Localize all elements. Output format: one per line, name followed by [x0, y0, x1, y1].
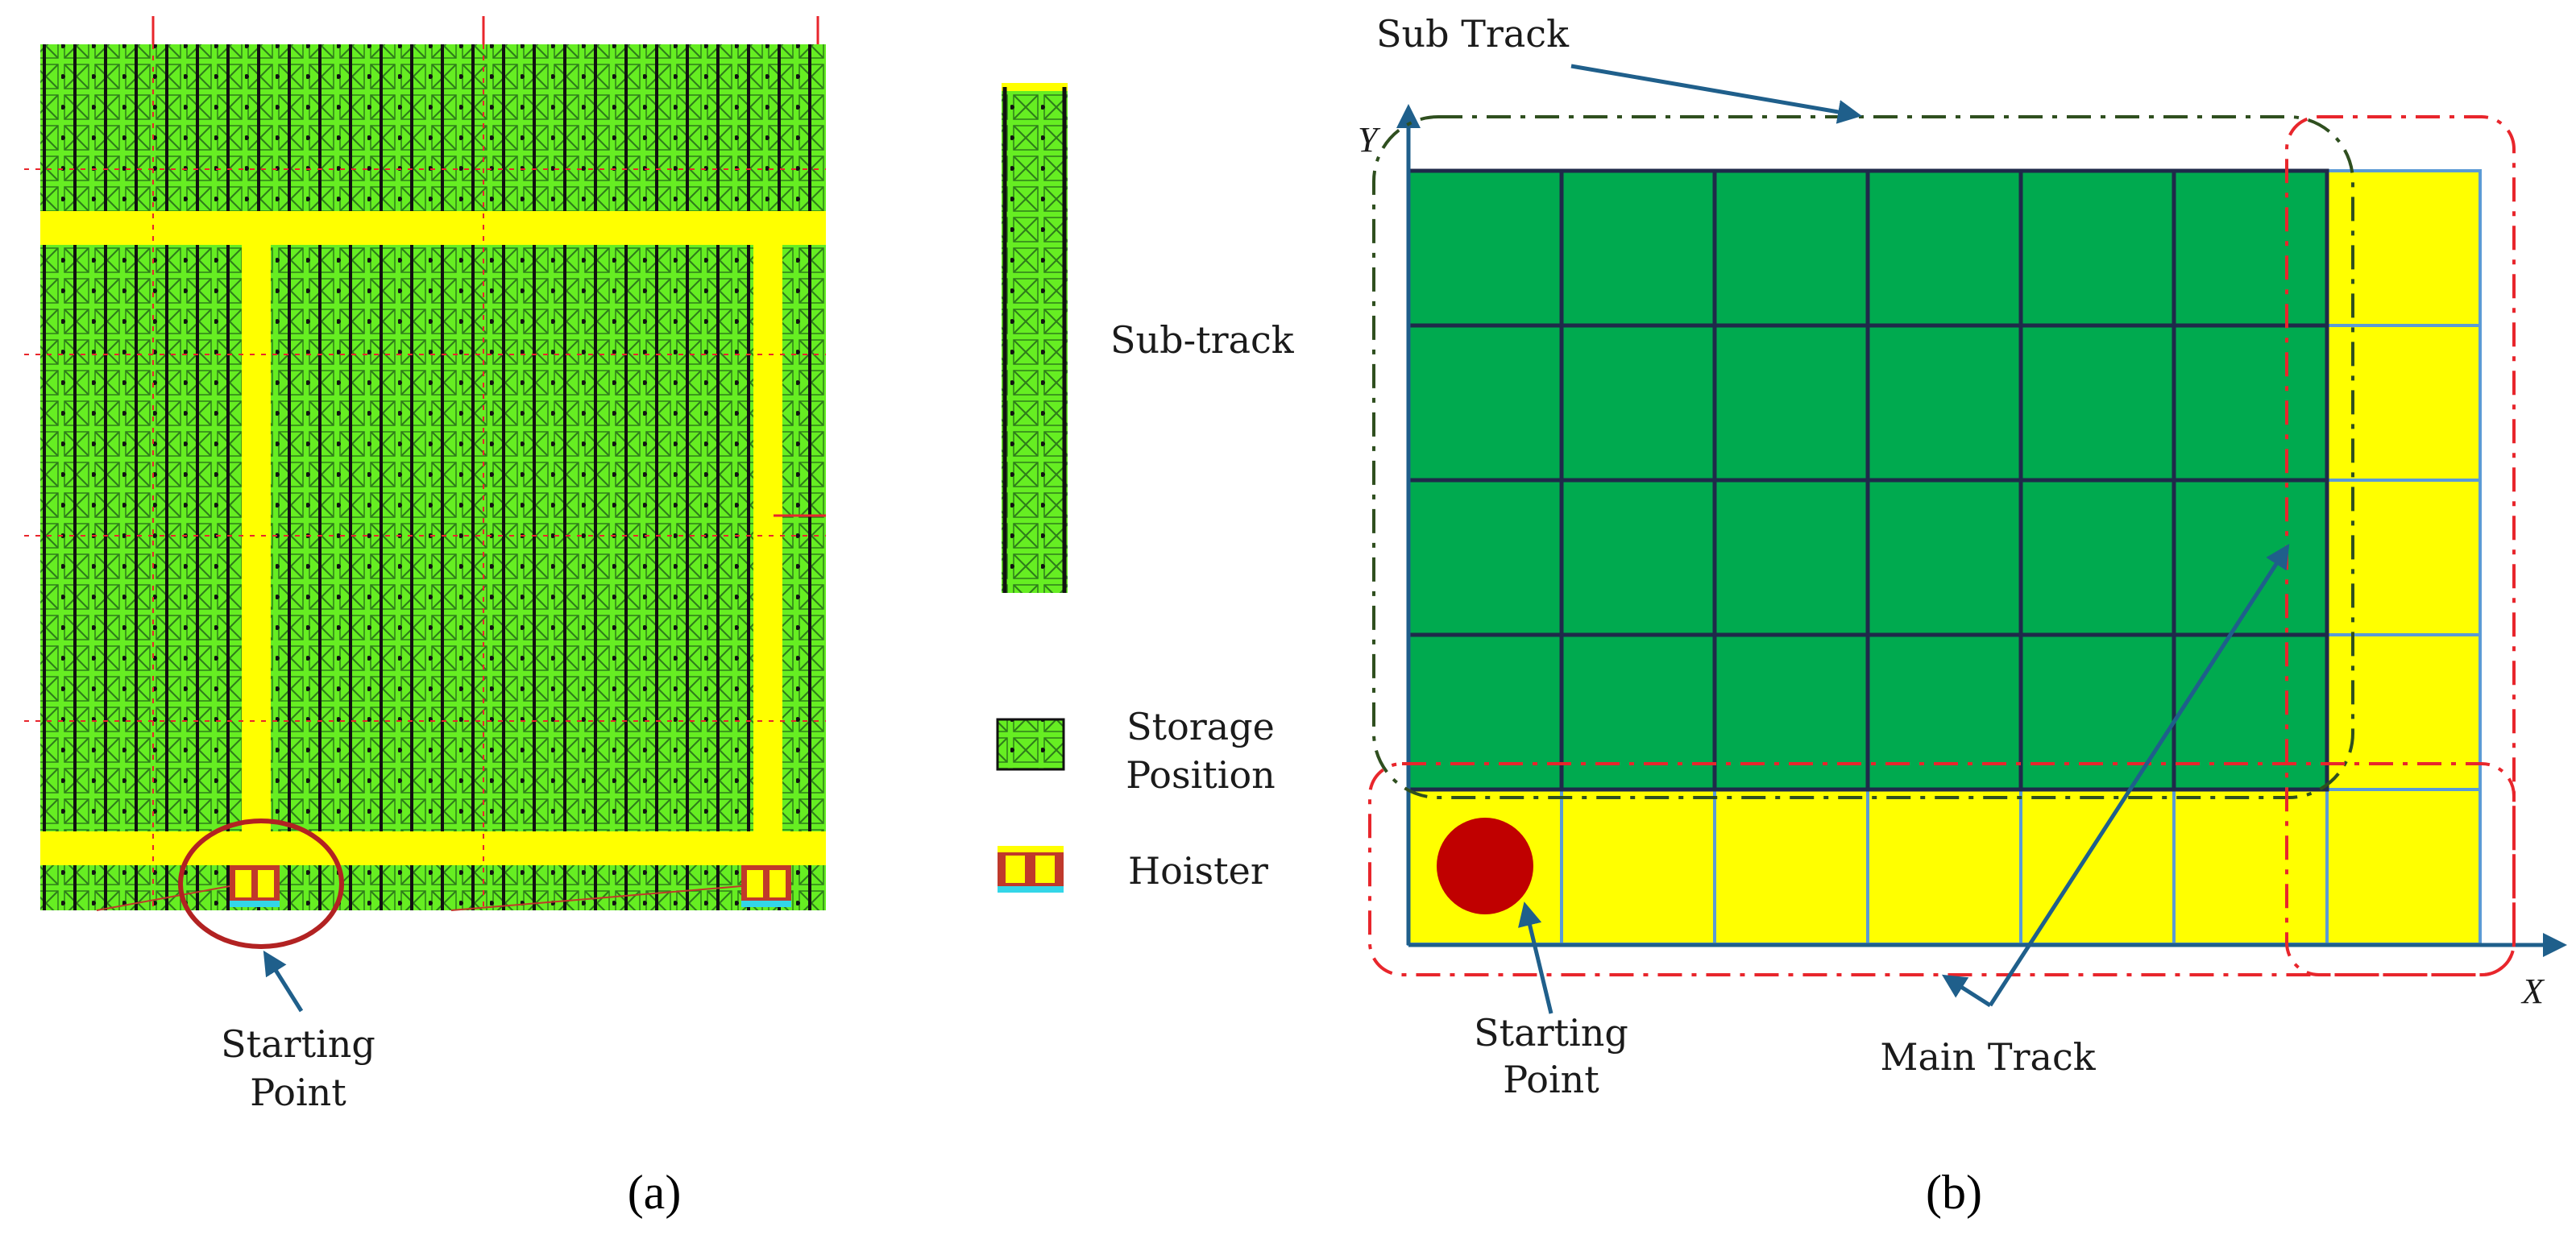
hoister-left: [230, 865, 280, 907]
storage-cell: [1865, 632, 2023, 792]
y-axis-label: Y: [1358, 120, 1381, 160]
track-cell: [2172, 788, 2329, 946]
track-cell: [1866, 788, 2022, 946]
panel-a-rack-layout: Starting Point: [24, 16, 826, 1114]
starting-point-arrow-b: [1518, 901, 1553, 1014]
storage-cell: [1865, 323, 2023, 483]
starting-point-label-b-line1: Starting: [1474, 1011, 1628, 1055]
panel-a-legend: Sub-track Storage Position Hoister: [996, 83, 1295, 893]
starting-point-label-a-line1: Starting: [221, 1022, 375, 1066]
storage-legend-label-line1: Storage: [1126, 705, 1275, 748]
main-track-outline-horizontal: [1368, 762, 2516, 976]
storage-cell: [2018, 168, 2176, 328]
starting-point-arrow: [263, 950, 304, 1013]
storage-grid: [1406, 168, 2482, 946]
x-axis-label: X: [2520, 972, 2545, 1011]
hoister-legend-swatch: [998, 846, 1064, 893]
sub-track-label: Sub Track: [1376, 12, 1570, 56]
storage-cell: [1865, 168, 2023, 328]
hoister-right: [741, 865, 791, 907]
main-track-arrow-right: [1988, 543, 2290, 1007]
storage-legend-swatch: [996, 718, 1065, 771]
panel-b-track-grid: X Y Sub Track Main Track Starting Point: [1358, 12, 2567, 1101]
main-track-arrow-left: [1941, 974, 1992, 1008]
aisle-left: [242, 245, 271, 831]
storage-cell: [1559, 168, 1717, 328]
sub-track-outline: [1372, 115, 2354, 799]
storage-cell: [2172, 478, 2329, 637]
storage-cell: [1712, 323, 1870, 483]
track-cell: [2325, 324, 2482, 482]
storage-cell: [2018, 632, 2176, 792]
sub-track-arrow: [1570, 64, 1862, 124]
subtrack-legend-swatch: [1002, 87, 1068, 593]
track-cell: [2325, 169, 2482, 327]
starting-point-label-a-line2: Point: [250, 1071, 346, 1114]
storage-cell: [1406, 632, 1564, 792]
track-cell: [2325, 633, 2482, 791]
storage-cell: [2172, 632, 2329, 792]
storage-cell: [2172, 323, 2329, 483]
starting-point-circle: [178, 818, 344, 949]
storage-cell: [1559, 323, 1717, 483]
connector-line: [96, 885, 230, 911]
storage-cell: [1559, 478, 1717, 637]
track-cell: [2325, 479, 2482, 636]
red-grid-lines: [24, 44, 826, 910]
storage-cell-border: [2172, 632, 2329, 792]
caption-a: (a): [628, 1166, 682, 1219]
starting-point-marker: [1437, 818, 1533, 914]
storage-area: [40, 44, 826, 910]
storage-cell: [1559, 632, 1717, 792]
caption-b: (b): [1926, 1166, 1982, 1219]
storage-legend-label-line2: Position: [1126, 753, 1276, 797]
main-track-top: [40, 211, 826, 245]
track-cell: [1560, 788, 1716, 946]
storage-cell: [1712, 168, 1870, 328]
storage-cell: [1406, 478, 1564, 637]
storage-cell: [1712, 632, 1870, 792]
aisle-right: [753, 245, 782, 831]
main-track-bottom: [40, 831, 826, 865]
track-cell: [1713, 788, 1869, 946]
main-track-label: Main Track: [1880, 1035, 2096, 1079]
connector-line: [450, 885, 742, 911]
storage-cell: [1865, 478, 2023, 637]
storage-cell: [2018, 323, 2176, 483]
top-tick-marks: [151, 16, 826, 517]
storage-cell: [1406, 168, 1564, 328]
storage-cell: [1712, 478, 1870, 637]
storage-cell: [2172, 168, 2329, 328]
storage-cell: [2018, 478, 2176, 637]
subtrack-legend-label: Sub-track: [1110, 318, 1295, 362]
track-cell: [2325, 788, 2482, 946]
storage-cell: [1406, 323, 1564, 483]
hoister-legend-label: Hoister: [1128, 849, 1268, 893]
starting-point-label-b-line2: Point: [1503, 1058, 1599, 1101]
